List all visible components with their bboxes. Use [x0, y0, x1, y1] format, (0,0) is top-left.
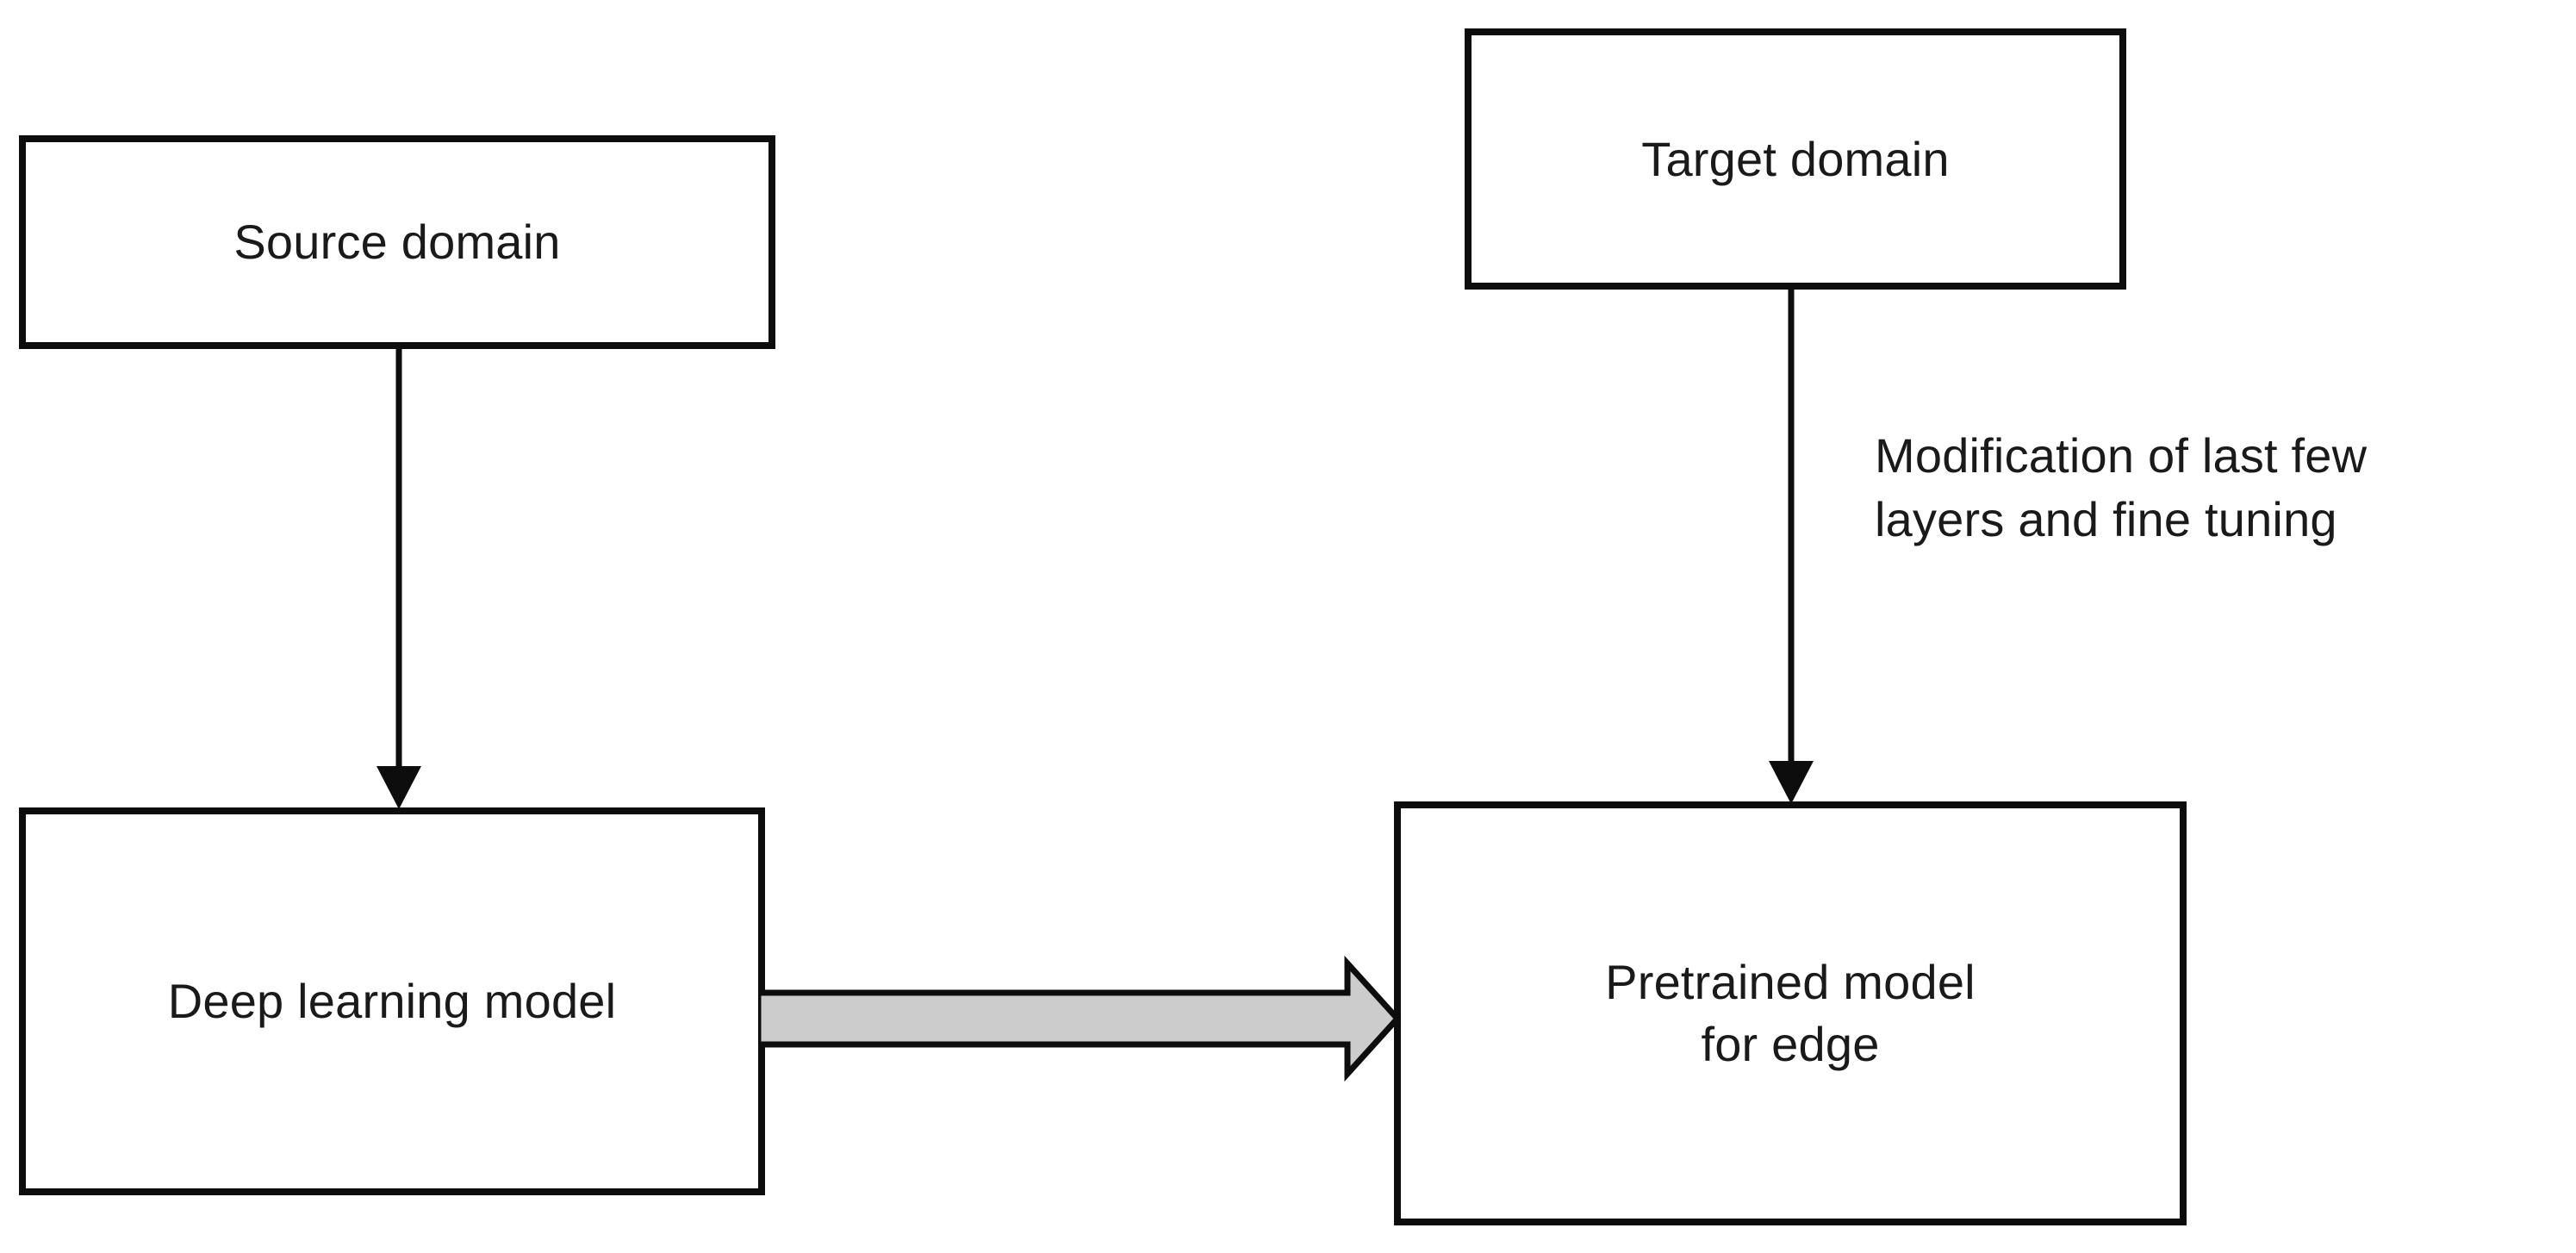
down-arrow-icon	[1769, 287, 1814, 804]
edge-target-to-pretrained-arrow	[1766, 287, 1818, 806]
node-source-domain[interactable]: Source domain	[19, 135, 775, 349]
node-target-domain[interactable]: Target domain	[1465, 28, 2126, 290]
node-pretrained-model-for-edge[interactable]: Pretrained model for edge	[1394, 801, 2187, 1225]
node-pretrained-model-for-edge-label: Pretrained model for edge	[1605, 955, 1976, 1071]
edge-source-to-deep-arrow	[374, 346, 426, 811]
down-arrow-icon	[376, 346, 421, 809]
node-target-domain-label: Target domain	[1641, 131, 1950, 186]
right-block-arrow-icon	[758, 955, 1401, 1082]
annotation-finetune-caption: Modification of last few layers and fine…	[1875, 428, 2368, 546]
edge-deep-to-pretrained-block-arrow	[758, 955, 1401, 1082]
node-deep-learning-model-label: Deep learning model	[167, 974, 617, 1029]
node-deep-learning-model[interactable]: Deep learning model	[19, 807, 765, 1195]
node-source-domain-label: Source domain	[233, 215, 561, 270]
